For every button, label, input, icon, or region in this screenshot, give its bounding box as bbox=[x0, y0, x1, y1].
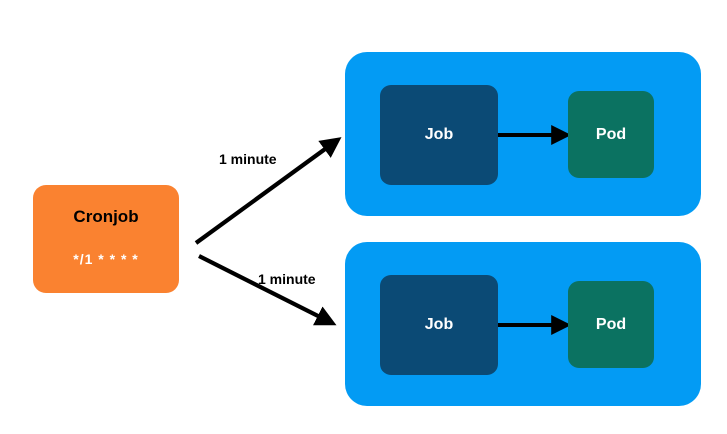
job-group-1[interactable]: Job Pod bbox=[345, 52, 701, 216]
edge-label-to-group-1: 1 minute bbox=[219, 151, 277, 167]
pod-node-2[interactable]: Pod bbox=[568, 281, 654, 368]
job-to-pod-arrow-2 bbox=[498, 315, 572, 335]
cronjob-title: Cronjob bbox=[73, 207, 139, 226]
job-to-pod-arrow-1 bbox=[498, 125, 572, 145]
job-node-1[interactable]: Job bbox=[380, 85, 498, 185]
job-label-1: Job bbox=[424, 126, 454, 143]
cronjob-schedule: */1 * * * * bbox=[73, 251, 139, 267]
edge-label-to-group-2: 1 minute bbox=[258, 271, 316, 287]
job-label-2: Job bbox=[424, 316, 454, 333]
cronjob-node[interactable]: Cronjob */1 * * * * bbox=[33, 185, 179, 293]
edge-arrow-to-group-2 bbox=[198, 254, 337, 326]
job-group-2[interactable]: Job Pod bbox=[345, 242, 701, 406]
pod-node-1[interactable]: Pod bbox=[568, 91, 654, 178]
pod-label-2: Pod bbox=[595, 315, 627, 333]
job-node-2[interactable]: Job bbox=[380, 275, 498, 375]
pod-label-1: Pod bbox=[595, 125, 627, 143]
